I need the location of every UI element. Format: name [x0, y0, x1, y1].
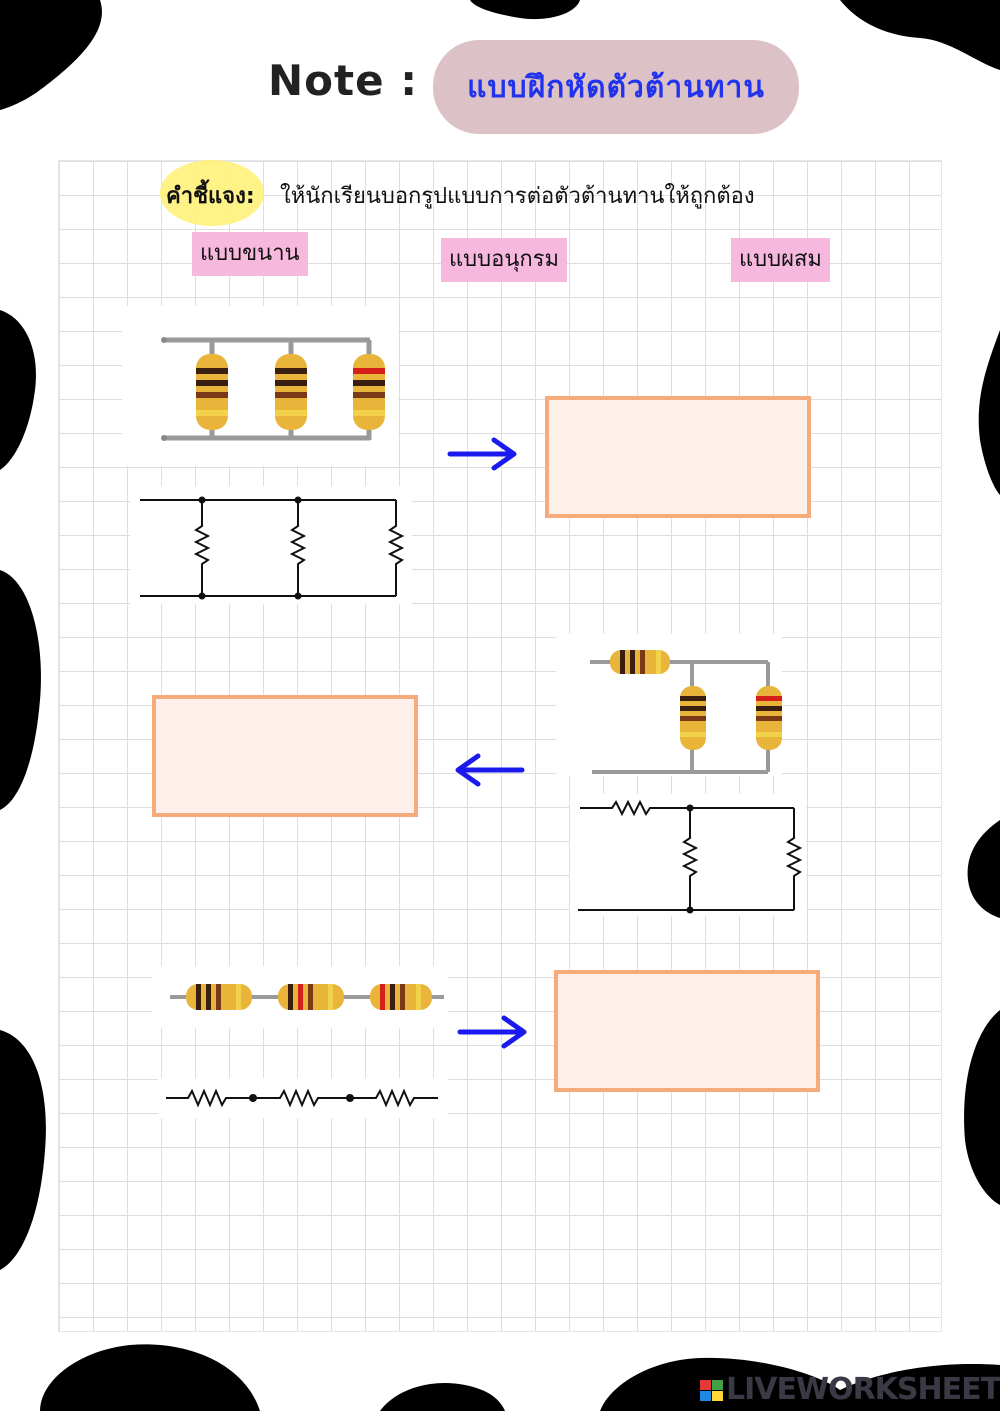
- answer-box-3[interactable]: [554, 970, 820, 1092]
- answer-box-1[interactable]: [545, 396, 811, 518]
- mixed-resistors-photo: [556, 634, 782, 776]
- choice-parallel[interactable]: แบบขนาน: [192, 232, 308, 276]
- answer-box-2[interactable]: [152, 695, 418, 817]
- mixed-circuit-diagram: [570, 794, 806, 916]
- arrow-right-icon: [457, 1015, 527, 1049]
- liveworksheets-logo-icon: [700, 1380, 723, 1401]
- choice-mixed[interactable]: แบบผสม: [731, 238, 830, 282]
- arrow-left-icon: [455, 753, 525, 787]
- parallel-circuit-diagram: [130, 486, 412, 604]
- series-circuit-diagram: [158, 1078, 448, 1118]
- watermark: LIVEWORKSHEETS: [726, 1372, 1000, 1407]
- worksheet-title: แบบฝึกหัดตัวต้านทาน: [467, 69, 765, 105]
- series-resistors-photo: [152, 966, 448, 1028]
- instruction-text: ให้นักเรียนบอกรูปแบบการต่อตัวต้านทานให้ถ…: [280, 184, 755, 209]
- arrow-right-icon: [447, 437, 517, 471]
- highlight-dot: [160, 160, 264, 226]
- instruction-label: คำชี้แจง:: [166, 184, 255, 209]
- title-pill: แบบฝึกหัดตัวต้านทาน: [433, 40, 799, 134]
- parallel-resistors-photo: [122, 306, 398, 466]
- choice-series[interactable]: แบบอนุกรม: [441, 238, 567, 282]
- note-label: Note :: [268, 56, 418, 105]
